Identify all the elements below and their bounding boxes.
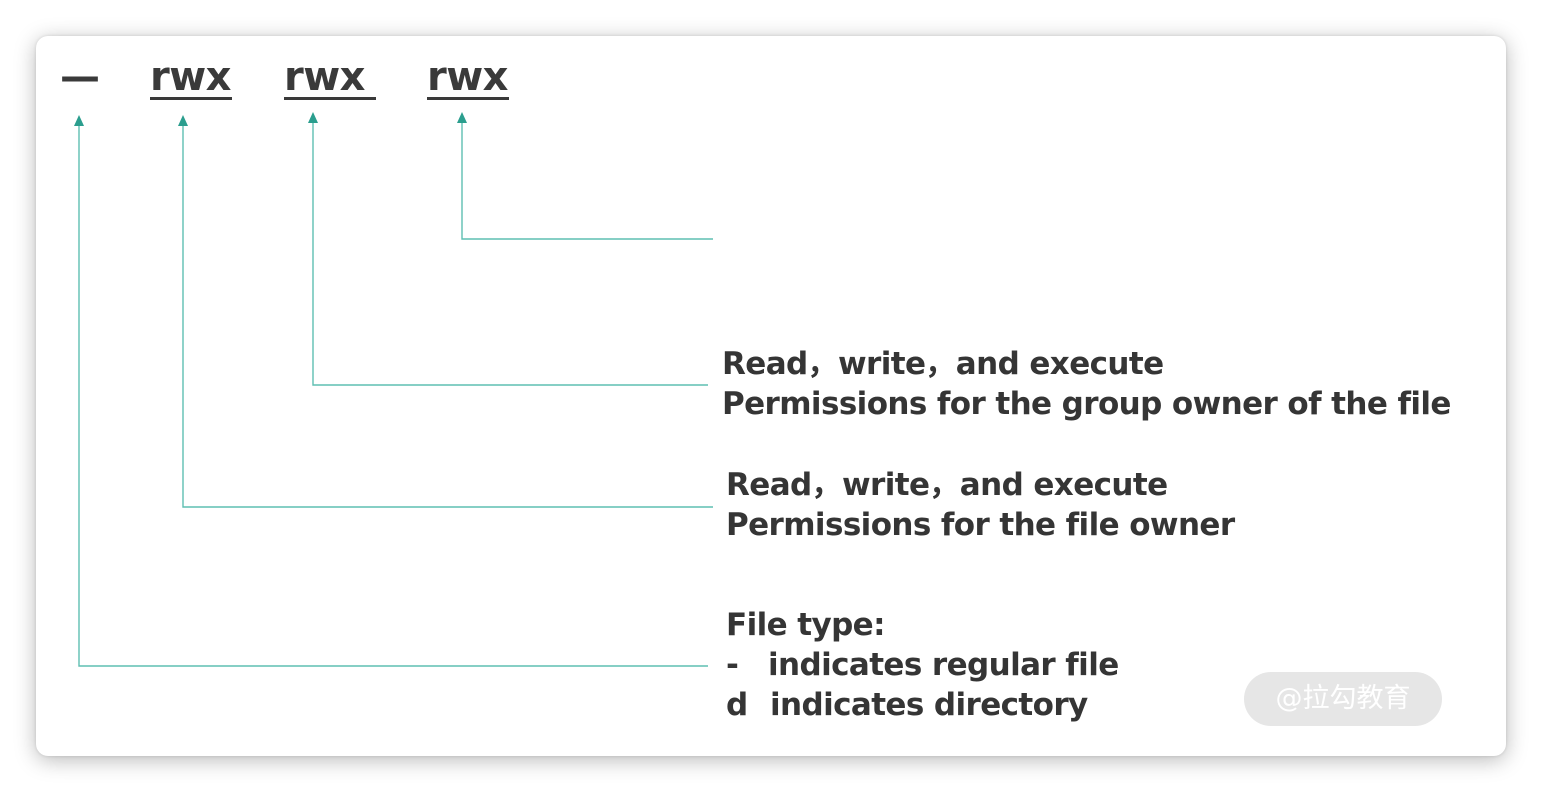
arrowhead-owner — [178, 115, 188, 126]
regular-file-text: indicates regular file — [768, 647, 1119, 683]
directory-symbol: d — [726, 687, 748, 723]
group-annotation-line1: Read，write，and execute — [722, 346, 1164, 382]
owner-perms-underline — [150, 97, 232, 100]
owner-perms: rwx — [150, 54, 231, 100]
group-annotation-line2: Permissions for the group owner of the f… — [722, 386, 1451, 422]
group-annotation: Read，write，and execute Permissions for t… — [722, 344, 1451, 424]
filetype-annotation-title: File type: — [726, 607, 885, 643]
group-perms-underline — [284, 97, 376, 100]
owner-annotation-line2: Permissions for the file owner — [726, 507, 1235, 543]
group-perms: rwx — [284, 54, 365, 100]
connector-group — [312, 121, 708, 386]
connector-other — [461, 121, 713, 240]
file-type-symbol: — — [60, 54, 100, 100]
connector-filetype — [78, 124, 708, 667]
diagram-card — [36, 36, 1506, 756]
owner-annotation-line1: Read，write，and execute — [726, 467, 1168, 503]
arrowhead-other — [457, 112, 467, 123]
other-perms: rwx — [427, 54, 508, 100]
arrowhead-filetype — [74, 115, 84, 126]
arrowhead-group — [308, 112, 318, 123]
directory-text: indicates directory — [770, 687, 1088, 723]
watermark-badge: @拉勾教育 — [1244, 672, 1442, 726]
connector-owner — [182, 124, 713, 508]
owner-annotation: Read，write，and execute Permissions for t… — [726, 465, 1235, 545]
other-perms-underline — [427, 97, 509, 100]
filetype-annotation-directory: d indicates directory — [726, 685, 1119, 725]
regular-file-symbol: - — [726, 647, 739, 683]
filetype-annotation-regular: -indicates regular file — [726, 645, 1119, 685]
